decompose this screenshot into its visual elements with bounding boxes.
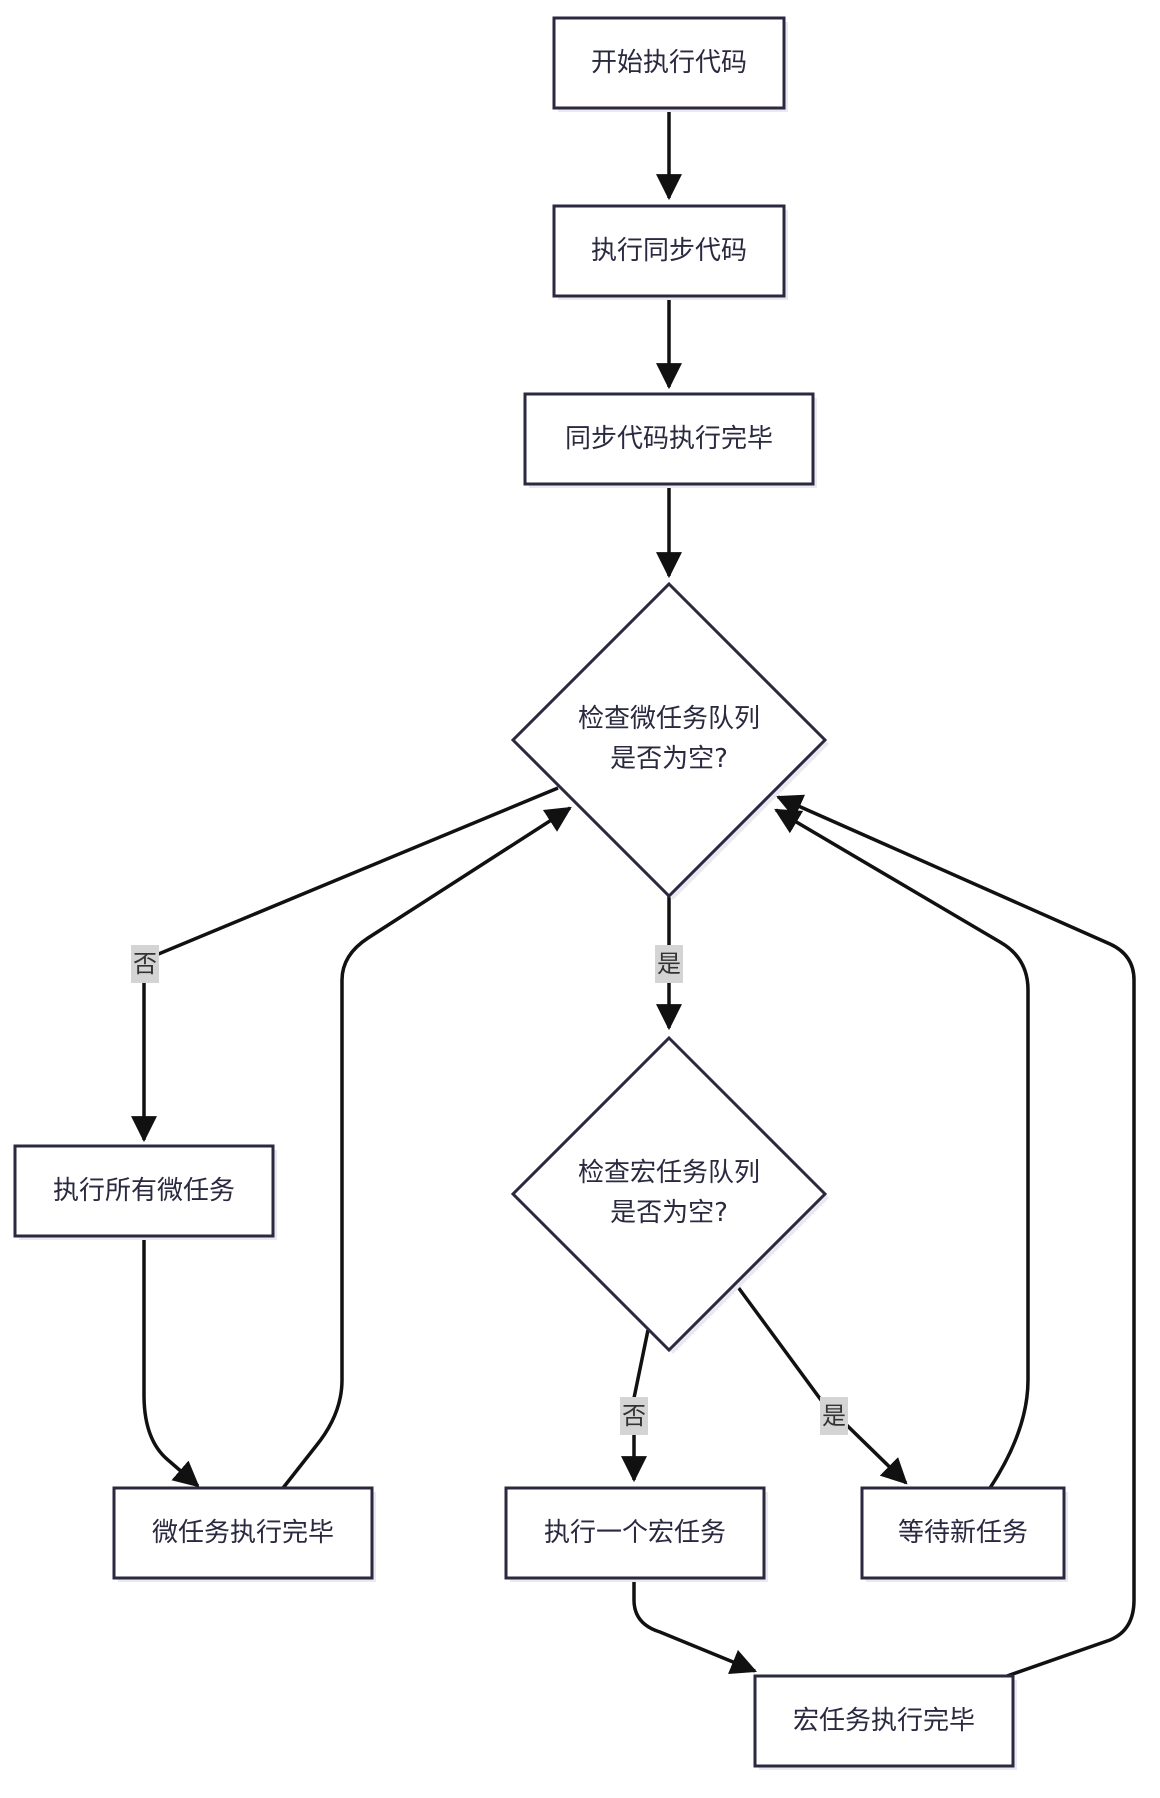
edge-check-macro-to-wait (733, 1281, 908, 1485)
node-check-macro: 检查宏任务队列 是否为空? (510, 1035, 829, 1354)
node-run-macro: 执行一个宏任务 (504, 1486, 768, 1582)
node-check-micro: 检查微任务队列 是否为空? (510, 581, 829, 900)
edge-run-macro-to-macro-done (632, 1580, 758, 1674)
edge-macro-done-to-check-micro (776, 794, 1136, 1678)
svg-text:是: 是 (657, 950, 681, 978)
svg-text:执行所有微任务: 执行所有微任务 (53, 1176, 235, 1206)
edge-label-micro-yes: 是 (655, 945, 683, 983)
svg-text:执行一个宏任务: 执行一个宏任务 (544, 1518, 726, 1548)
edge-check-micro-to-run-micro (131, 786, 559, 1143)
edge-micro-done-to-check-micro (281, 806, 572, 1490)
svg-text:否: 否 (133, 950, 157, 978)
svg-text:开始执行代码: 开始执行代码 (591, 48, 747, 78)
edge-label-macro-yes: 是 (820, 1397, 848, 1435)
node-micro-done: 微任务执行完毕 (112, 1486, 376, 1582)
edges (131, 108, 1136, 1678)
edge-label-micro-no: 否 (131, 945, 159, 983)
edge-labels: 否 是 否 是 (131, 945, 848, 1435)
node-wait: 等待新任务 (860, 1486, 1068, 1582)
edge-label-macro-no: 否 (620, 1397, 648, 1435)
svg-text:同步代码执行完毕: 同步代码执行完毕 (565, 424, 773, 454)
node-run-sync: 执行同步代码 (552, 204, 788, 300)
edge-run-micro-to-micro-done (142, 1236, 200, 1488)
svg-text:微任务执行完毕: 微任务执行完毕 (152, 1518, 334, 1548)
svg-text:是否为空?: 是否为空? (610, 744, 728, 774)
node-run-micro: 执行所有微任务 (13, 1144, 277, 1240)
node-macro-done: 宏任务执行完毕 (753, 1674, 1017, 1770)
svg-text:执行同步代码: 执行同步代码 (591, 236, 747, 266)
svg-text:是: 是 (822, 1402, 846, 1430)
edge-wait-to-check-micro (774, 808, 1030, 1489)
svg-text:等待新任务: 等待新任务 (898, 1518, 1028, 1548)
svg-text:否: 否 (622, 1402, 646, 1430)
svg-text:检查宏任务队列: 检查宏任务队列 (578, 1158, 760, 1188)
svg-text:是否为空?: 是否为空? (610, 1198, 728, 1228)
node-sync-done: 同步代码执行完毕 (523, 392, 817, 488)
node-start: 开始执行代码 (552, 16, 788, 112)
svg-text:检查微任务队列: 检查微任务队列 (578, 704, 760, 734)
svg-text:宏任务执行完毕: 宏任务执行完毕 (793, 1706, 975, 1736)
